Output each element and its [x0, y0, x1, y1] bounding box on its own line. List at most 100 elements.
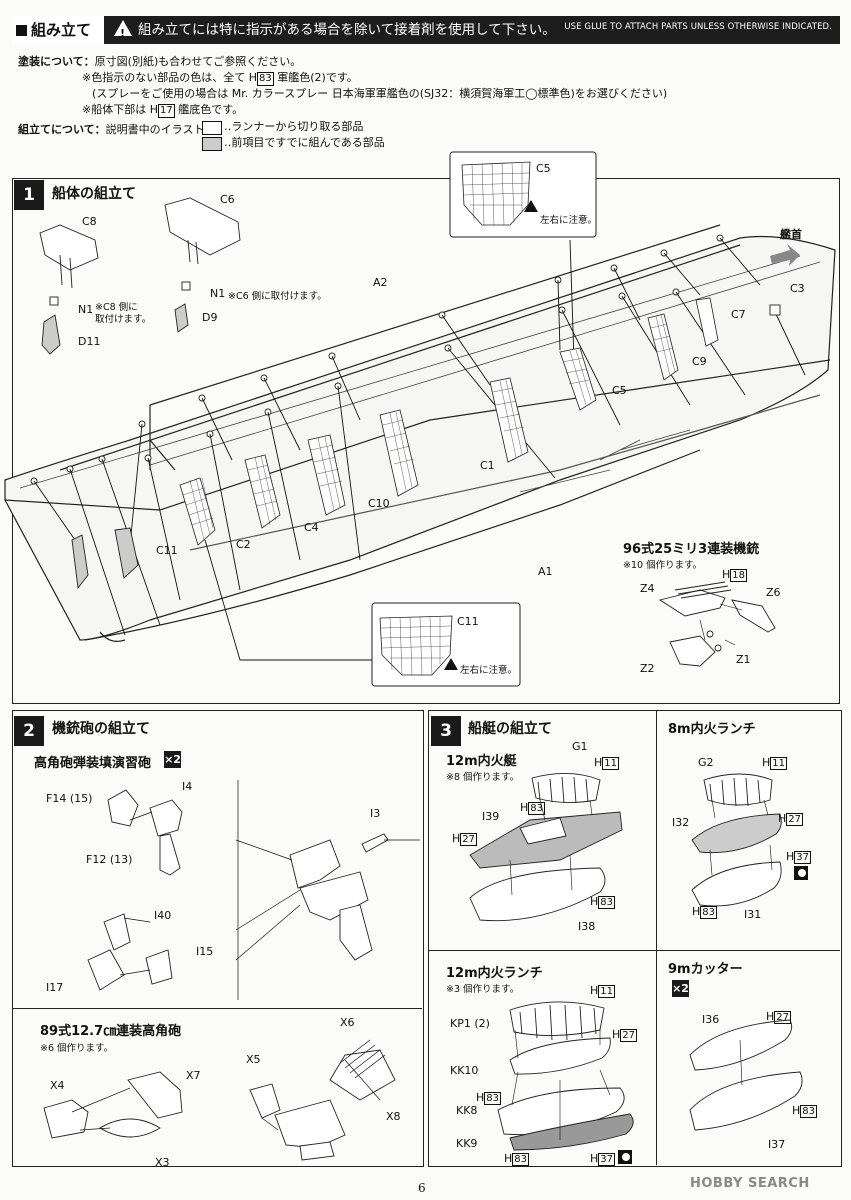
part-c6: C6	[220, 193, 235, 206]
part-c7: C7	[731, 308, 746, 321]
part-c3: C3	[790, 282, 805, 295]
part-z2: Z2	[640, 662, 655, 675]
part-i15: I15	[196, 945, 214, 958]
part-i3: I3	[370, 807, 381, 820]
dual-gun-title: 89式12.7㎝連装高角砲	[40, 1024, 182, 1039]
step3-title: 船艇の組立て	[468, 721, 552, 737]
callout-c11-label: C11	[457, 615, 479, 628]
step1-title: 船体の組立て	[52, 186, 136, 202]
part-i17: I17	[46, 981, 64, 994]
part-c11: C11	[156, 544, 178, 557]
part-kk10: KK10	[450, 1064, 479, 1077]
part-d9: D9	[202, 311, 218, 324]
step1-number: 1	[14, 180, 44, 210]
boat12-note: ※8 個作ります。	[446, 772, 520, 783]
multiply-2-badge: ×2	[164, 751, 181, 768]
legend-assembled-text: ‥前項目ですでに組んである部品	[224, 136, 385, 149]
part-c10: C10	[368, 497, 390, 510]
step3-panel	[428, 710, 842, 1167]
warning-icon	[114, 20, 132, 45]
part-x5: X5	[246, 1053, 261, 1066]
part-c8: C8	[82, 215, 97, 228]
step2-panel	[12, 710, 424, 1167]
aa-gun-note: ※10 個作ります。	[623, 560, 703, 571]
n1-c8-note: ※C8 側に 取付けます。	[95, 302, 152, 325]
page-number: 6	[418, 1181, 426, 1195]
step2-title: 機銃砲の組立て	[52, 721, 150, 737]
callout-c5-label: C5	[536, 162, 551, 175]
launch12-note: ※3 個作ります。	[446, 984, 520, 995]
part-i4: I4	[182, 780, 193, 793]
part-x3: X3	[155, 1156, 170, 1169]
cutter9-title: 9mカッター	[668, 962, 743, 977]
watermark: HOBBY SEARCH	[690, 1176, 810, 1191]
step1-panel	[12, 178, 840, 704]
part-kk8: KK8	[456, 1104, 478, 1117]
glue-warning-english: USE GLUE TO ATTACH PARTS UNLESS OTHERWIS…	[564, 22, 832, 32]
part-d11: D11	[78, 335, 101, 348]
step2-number: 2	[14, 716, 44, 746]
part-i31: I31	[744, 908, 762, 921]
bow-label: 艦首	[780, 228, 802, 241]
section-title: 組み立て	[12, 16, 108, 44]
part-a1: A1	[538, 565, 553, 578]
boat12-title: 12m内火艇	[446, 754, 517, 769]
part-f12: F12 (13)	[86, 853, 133, 866]
part-kk9: KK9	[456, 1137, 478, 1150]
cutter-multiply-2-badge: ×2	[672, 980, 689, 997]
part-f14: F14 (15)	[46, 792, 93, 805]
part-n1-b: N1	[210, 287, 226, 300]
glue-warning-bar: 組み立てには特に指示がある場合を除いて接着剤を使用して下さい。 USE GLUE…	[104, 16, 840, 45]
glue-warning-text: 組み立てには特に指示がある場合を除いて接着剤を使用して下さい。	[114, 19, 556, 45]
launch12-title: 12m内火ランチ	[446, 966, 543, 981]
part-z1: Z1	[736, 653, 751, 666]
callout-c11-note: 左右に注意。	[460, 665, 518, 676]
part-g2: G2	[698, 756, 714, 769]
step3-hdivider	[428, 950, 840, 951]
legend-runner-text: ‥ランナーから切り取る部品	[224, 120, 364, 133]
part-n1-a: N1	[78, 303, 94, 316]
step3-number: 3	[431, 716, 461, 746]
part-c2: C2	[236, 538, 251, 551]
dual-gun-note: ※6 個作ります。	[40, 1043, 114, 1054]
assembly-notes: 組立てについて：説明書中のイラスト	[18, 123, 205, 136]
n1-c6-note: ※C6 側に取付けます。	[228, 291, 327, 302]
part-c4: C4	[304, 521, 319, 534]
part-x6: X6	[340, 1016, 355, 1029]
step3-vdivider	[656, 710, 657, 1165]
legend-box-assembled	[202, 137, 222, 151]
launch8-title: 8m内火ランチ	[668, 722, 756, 737]
part-x8: X8	[386, 1110, 401, 1123]
part-x7: X7	[186, 1069, 201, 1082]
part-i38: I38	[578, 920, 596, 933]
part-kp1: KP1 (2)	[450, 1017, 490, 1030]
step2-divider	[12, 1008, 422, 1009]
part-z6: Z6	[766, 586, 781, 599]
part-i32: I32	[672, 816, 690, 829]
part-c5: C5	[612, 384, 627, 397]
part-i37: I37	[768, 1138, 786, 1151]
callout-c5-note: 左右に注意。	[540, 215, 598, 226]
part-g1: G1	[572, 740, 588, 753]
part-a2: A2	[373, 276, 388, 289]
part-i36: I36	[702, 1013, 720, 1026]
part-c9: C9	[692, 355, 707, 368]
training-gun-title: 高角砲弾装填演習砲	[34, 756, 152, 771]
